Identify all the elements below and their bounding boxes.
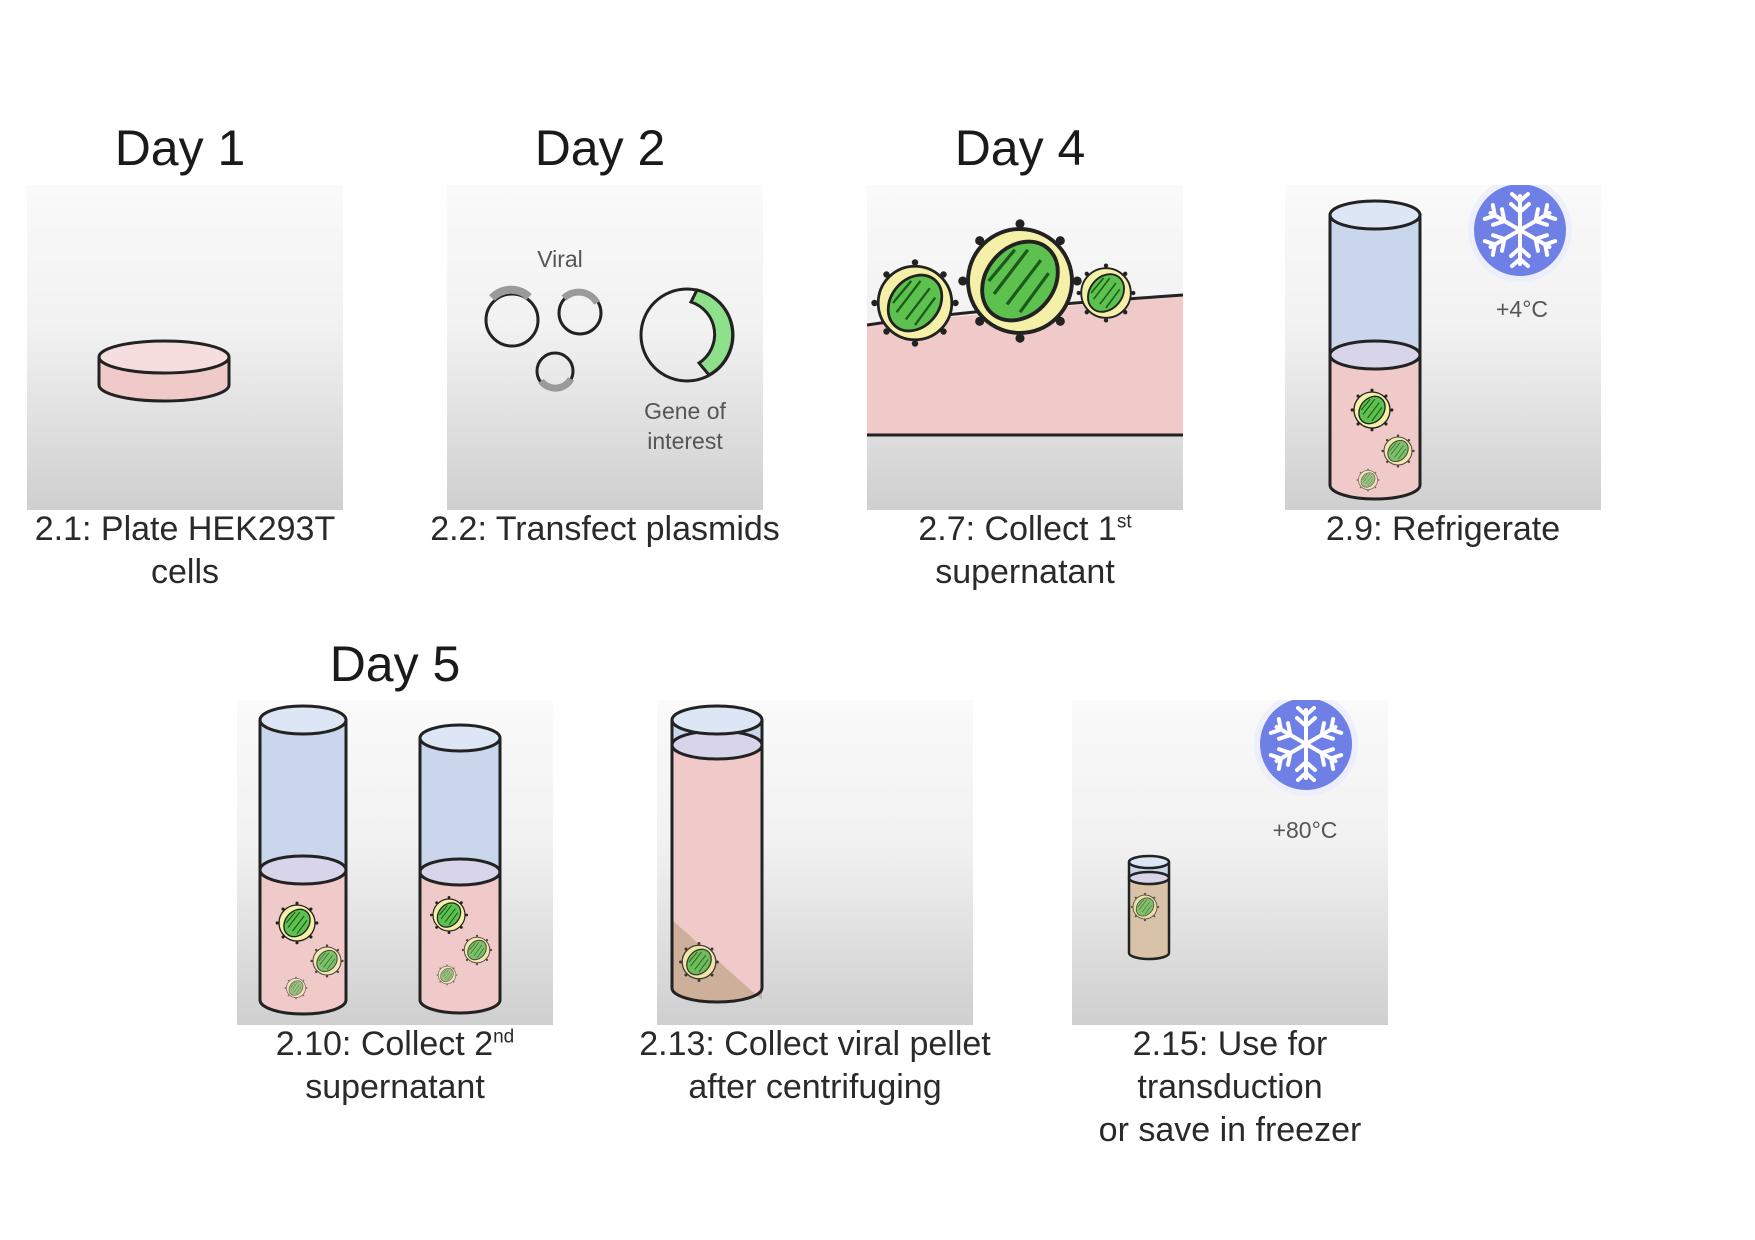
caption-2-7-text: 2.7: Collect 1: [918, 510, 1117, 548]
culture-dish-icon: [97, 339, 231, 403]
caption-2-1-line1: 2.1: Plate HEK293T: [34, 510, 336, 548]
caption-2-1-line2: cells: [150, 553, 220, 591]
virus-icon: [956, 217, 1084, 345]
day-2-label: Day 2: [534, 120, 666, 176]
caption-2-15: 2.15: Use for transduction or save in fr…: [1020, 1023, 1440, 1152]
caption-2-13: 2.13: Collect viral pellet after centrif…: [605, 1023, 1025, 1109]
caption-2-10-text: 2.10: Collect 2: [275, 1025, 494, 1063]
snowflake-icon: [1254, 700, 1358, 796]
gene-line2: interest: [647, 428, 723, 454]
viral-label: Viral: [537, 246, 583, 272]
panel-plate-cells: [27, 185, 343, 510]
gene-line1: Gene of: [644, 398, 726, 424]
caption-2-10-line1: 2.10: Collect 2nd: [185, 1023, 605, 1066]
tube-icon: [418, 723, 502, 1015]
tube-icon: [1127, 854, 1171, 961]
panel-collect-first: [867, 185, 1183, 510]
virus-icon: [274, 900, 320, 946]
virus-icon: [869, 257, 961, 349]
tube-icon: [1328, 185, 1601, 501]
plasmid-icon: [484, 285, 735, 392]
caption-2-10: 2.10: Collect 2nd supernatant: [185, 1023, 605, 1109]
day-4-label: Day 4: [954, 120, 1086, 176]
virus-dish-illustration: [867, 217, 1183, 437]
panel-collect-second: [237, 700, 553, 1025]
caption-2-9-line1: 2.9: Refrigerate: [1325, 510, 1561, 548]
virus-icon: [309, 943, 345, 979]
caption-2-13-line1: 2.13: Collect viral pellet: [639, 1025, 991, 1063]
caption-2-7-line2: supernatant: [935, 553, 1115, 591]
virus-icon: [429, 895, 469, 935]
caption-2-2: 2.2: Transfect plasmids: [395, 508, 815, 551]
fridge-temp-label: +4°C: [1495, 296, 1549, 322]
freezer-temp-label: +80°C: [1272, 817, 1338, 843]
tube-icon: [670, 704, 764, 1004]
small-tube-illustration: [1127, 700, 1388, 961]
virus-icon: [678, 941, 720, 983]
caption-2-9: 2.9: Refrigerate: [1233, 508, 1653, 551]
panel-transduction: [1072, 700, 1388, 1025]
virus-icon: [1130, 892, 1160, 922]
day-5-label: Day 5: [329, 636, 461, 692]
caption-2-7-line1: 2.7: Collect 1st: [815, 508, 1235, 551]
caption-2-2-line1: 2.2: Transfect plasmids: [430, 510, 780, 548]
caption-2-13-line2: after centrifuging: [688, 1068, 942, 1106]
virus-icon: [1075, 262, 1137, 324]
tube-icon: [258, 704, 348, 1016]
virus-icon: [436, 964, 458, 986]
caption-2-10-sup: nd: [493, 1026, 515, 1048]
snowflake-icon: [1468, 185, 1572, 282]
virus-icon: [1356, 468, 1380, 492]
day-1-label: Day 1: [114, 120, 246, 176]
panel-transfect: [447, 185, 763, 510]
caption-2-1: 2.1: Plate HEK293T cells: [0, 508, 395, 594]
gene-of-interest-label: Gene of interest: [620, 396, 750, 456]
caption-2-10-line2: supernatant: [305, 1068, 485, 1106]
caption-2-15-line2: transduction: [1137, 1068, 1323, 1106]
virus-icon: [1349, 387, 1395, 433]
panel-refrigerate: [1285, 185, 1601, 510]
caption-2-15-line3: or save in freezer: [1098, 1111, 1362, 1149]
caption-2-15-line1: 2.15: Use for: [1132, 1025, 1328, 1063]
panel-viral-pellet: [657, 700, 973, 1025]
caption-2-7: 2.7: Collect 1st supernatant: [815, 508, 1235, 594]
virus-icon: [1380, 433, 1416, 469]
tubes-illustration: [258, 704, 502, 1016]
virus-icon: [461, 934, 493, 966]
caption-2-7-sup: st: [1116, 511, 1132, 533]
virus-icon: [284, 976, 308, 1000]
